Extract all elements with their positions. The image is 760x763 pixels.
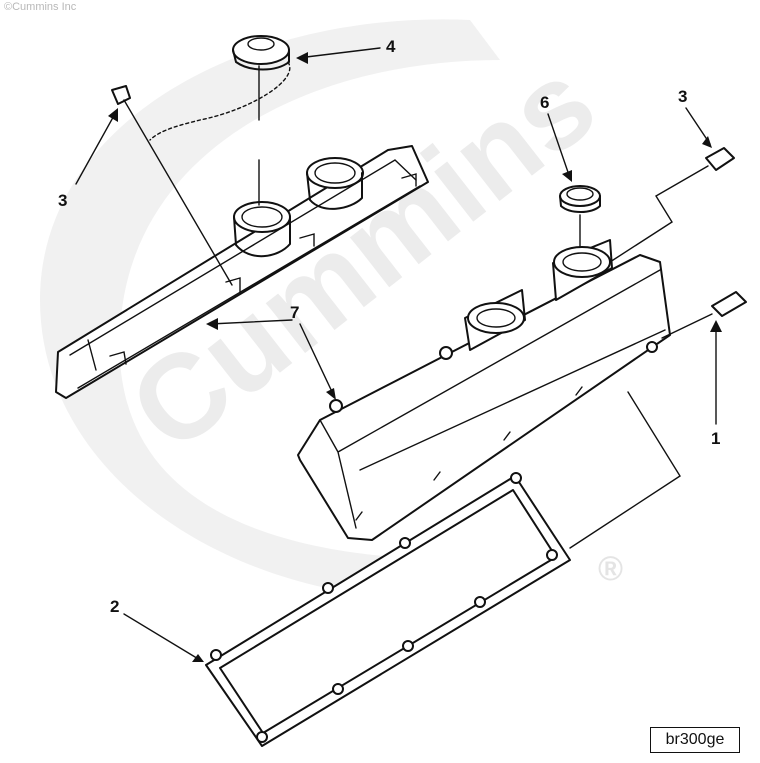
valve-cover-gasket (205, 391, 681, 747)
callout-7: 7 (290, 303, 299, 322)
callout-6: 6 (540, 93, 549, 112)
oil-fill-cap (149, 35, 291, 206)
callout-3-left: 3 (58, 191, 67, 210)
seal-ring (559, 185, 601, 251)
watermark-swoosh (40, 19, 500, 600)
screw-upper-right (609, 147, 735, 263)
callout-4: 4 (386, 37, 396, 56)
watermark-registered-mark: ® (598, 550, 623, 588)
figure-code-box: br300ge (650, 727, 740, 753)
callout-labels: 4 3 6 3 7 1 2 (58, 37, 720, 616)
callout-3-right: 3 (678, 87, 687, 106)
callout-leaders (75, 47, 722, 662)
screw-right (661, 291, 747, 339)
valve-cover (297, 239, 671, 541)
copyright-text: ©Cummins Inc (4, 1, 77, 13)
figure-code: br300ge (665, 731, 725, 748)
screw-upper-left (111, 85, 233, 286)
callout-2: 2 (110, 597, 119, 616)
callout-1: 1 (711, 429, 720, 448)
valve-cover-underside (55, 145, 429, 399)
